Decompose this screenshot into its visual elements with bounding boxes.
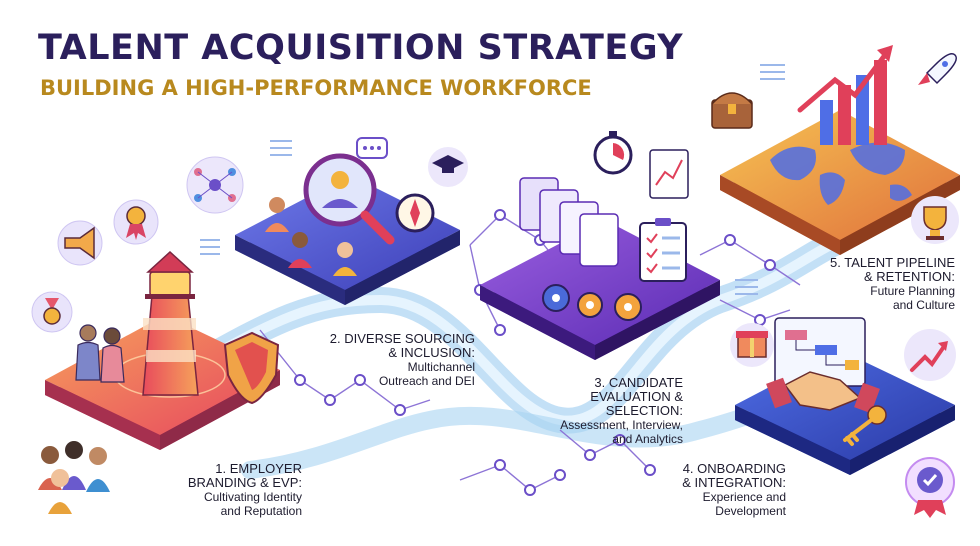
step-4-desc-line-1: Experience and xyxy=(702,490,786,504)
step-1-label: 1. EMPLOYER BRANDING & EVP: Cultivating … xyxy=(112,461,302,519)
step-3-title-line-2: EVALUATION & xyxy=(590,389,683,404)
step-5-desc-line-1: Future Planning xyxy=(870,284,955,298)
step-2-desc-line-2: Outreach and DEI xyxy=(378,374,475,388)
page-subtitle: BUILDING A HIGH-PERFORMANCE WORKFORCE xyxy=(40,76,592,100)
sourcing-people-icon xyxy=(265,197,357,276)
magnifier-icon xyxy=(303,153,395,245)
step-1-title-line-1: 1. EMPLOYER xyxy=(215,461,302,476)
step-3-desc-line-1: Assessment, Interview, xyxy=(560,418,683,432)
award-ribbon-icon xyxy=(113,199,159,245)
employee-figures-icon xyxy=(75,324,125,383)
chat-bubble-icon xyxy=(356,137,388,159)
step-2-label: 2. DIVERSE SOURCING & INCLUSION: Multich… xyxy=(285,331,475,389)
world-map-icon xyxy=(770,142,912,205)
step-3-title-line-3: SELECTION: xyxy=(605,403,683,418)
graduation-cap-icon xyxy=(428,147,468,187)
step-5-desc-line-2: and Culture xyxy=(892,298,955,312)
step-1-title-line-2: BRANDING & EVP: xyxy=(187,475,302,490)
step-3-label: 3. CANDIDATE EVALUATION & SELECTION: Ass… xyxy=(493,375,683,447)
trophy-icon xyxy=(911,196,959,244)
list-lines-icon xyxy=(270,140,292,156)
step-2-title-line-1: 2. DIVERSE SOURCING xyxy=(329,331,475,346)
compass-icon xyxy=(395,193,435,233)
network-nodes xyxy=(294,209,776,496)
step-5-title-line-1: 5. TALENT PIPELINE xyxy=(830,255,955,270)
checklist-icon xyxy=(639,218,687,282)
step-3-title-line-1: 3. CANDIDATE xyxy=(594,375,683,390)
step-5-label: 5. TALENT PIPELINE & RETENTION: Future P… xyxy=(765,255,955,313)
step-5-title-line-2: & RETENTION: xyxy=(863,269,955,284)
stopwatch-icon xyxy=(593,131,633,175)
step-1-desc-line-2: and Reputation xyxy=(220,504,302,518)
lighthouse-icon xyxy=(142,250,199,396)
badge-icon xyxy=(905,457,955,518)
bar-chart-icon xyxy=(649,149,689,199)
gears-icon xyxy=(542,284,642,321)
flowchart-icon xyxy=(774,317,866,387)
step-4-title-line-2: & INTEGRATION: xyxy=(682,475,786,490)
resume-cards-icon xyxy=(519,177,619,267)
step-3-desc-line-2: and Analytics xyxy=(612,432,683,446)
gift-icon xyxy=(730,323,774,367)
trend-arrow-icon xyxy=(904,329,956,381)
list-lines-icon-2 xyxy=(200,64,785,295)
step-4-title-line-1: 4. ONBOARDING xyxy=(682,461,786,476)
step-2-title-line-2: & INCLUSION: xyxy=(388,345,475,360)
handshake-icon xyxy=(766,371,880,414)
shield-icon xyxy=(223,331,280,405)
megaphone-icon xyxy=(57,220,103,266)
network-icon xyxy=(186,156,244,214)
page-title: TALENT ACQUISITION STRATEGY xyxy=(38,28,684,68)
medal-icon xyxy=(31,291,73,333)
people-group-icon xyxy=(38,441,110,514)
journey-path-core xyxy=(145,235,845,426)
treasure-chest-icon xyxy=(711,92,753,129)
step-1-desc-line-1: Cultivating Identity xyxy=(203,490,302,504)
key-icon xyxy=(843,405,887,446)
growth-chart-icon xyxy=(797,45,893,145)
rocket-icon xyxy=(918,53,957,85)
step-2-desc-line-1: Multichannel xyxy=(407,360,475,374)
step-4-desc-line-2: Development xyxy=(715,504,786,518)
step-4-label: 4. ONBOARDING & INTEGRATION: Experience … xyxy=(596,461,786,519)
